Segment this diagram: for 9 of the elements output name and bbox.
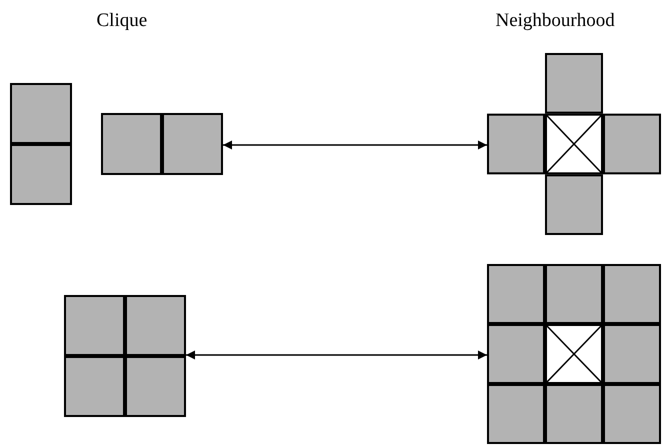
column-heading: Neighbourhood	[496, 10, 615, 32]
double-arrow	[186, 350, 487, 360]
cell-grid	[101, 113, 223, 175]
cell-grid	[64, 295, 186, 417]
double-arrow	[223, 140, 487, 150]
cell-grid	[487, 53, 661, 235]
cell-grid	[10, 83, 72, 205]
cell-grid	[487, 264, 661, 444]
column-heading: Clique	[96, 10, 148, 32]
